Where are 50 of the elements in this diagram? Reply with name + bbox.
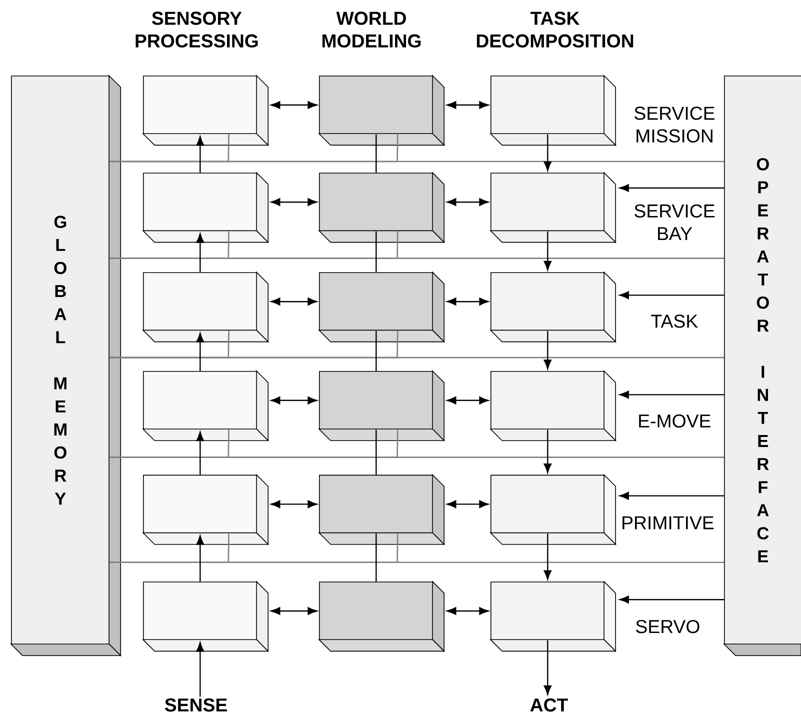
bus-line [110,330,398,358]
connector-line [376,232,377,272]
arrow [446,198,489,206]
arrow [196,233,204,272]
arrow [196,136,204,173]
column-heading: SENSORY PROCESSING [136,12,258,48]
arrow [446,101,489,109]
arrow [619,291,724,300]
arrow [544,331,552,370]
arrow [270,396,318,404]
arrow [446,607,489,615]
arrow [196,432,204,475]
arrow [270,101,318,109]
arrow [270,298,318,306]
arrow [544,134,552,171]
arrow [544,534,552,580]
arrow [619,390,724,399]
arrow [544,430,552,473]
arrow [446,298,489,306]
level-label: SERVICE MISSION [634,106,714,143]
connector-line [376,430,377,475]
arrow [619,184,724,192]
bus-line [110,430,398,458]
arrow [446,500,489,508]
arrow [619,596,724,604]
io-label: SENSE [164,698,227,712]
bus-line [110,534,398,564]
arrow [270,607,318,615]
arrow [270,500,318,508]
level-label: SERVO [636,620,700,634]
arrow [544,640,552,695]
arrow [270,198,318,206]
arrow [544,232,552,270]
arrow [196,642,204,697]
arrow [196,535,204,582]
column-heading: TASK DECOMPOSITION [476,12,634,48]
connector-line [376,134,377,173]
arrow [619,492,724,500]
column-heading: WORLD MODELING [322,12,421,48]
bus-line [110,134,398,162]
level-label: PRIMITIVE [622,516,714,530]
connector-line [376,331,377,371]
level-label: TASK [651,314,698,328]
io-label: ACT [530,698,568,712]
arrow [196,332,204,371]
arrow [446,396,489,404]
level-label: E-MOVE [639,414,710,428]
connector-line [376,534,377,582]
level-label: SERVICE BAY [634,204,714,240]
bus-line [110,231,398,259]
